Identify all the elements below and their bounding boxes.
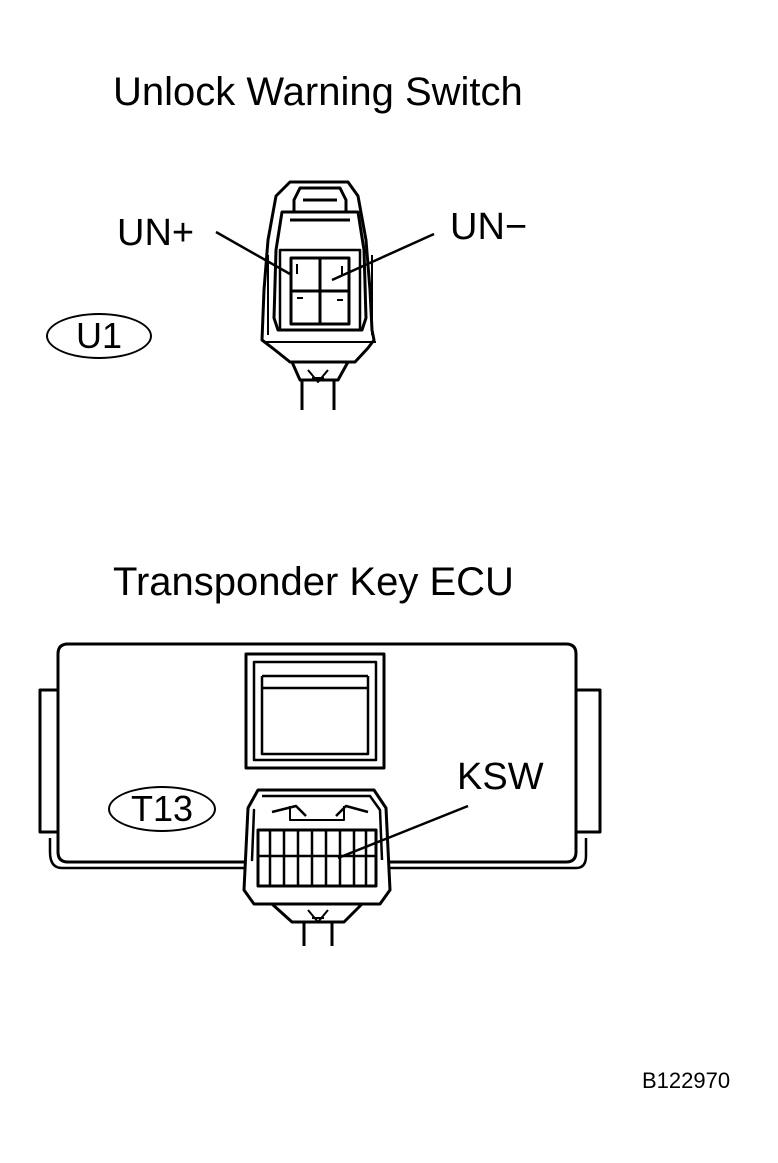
reference-number: B122970 — [642, 1068, 731, 1093]
transponder-key-ecu-title: Transponder Key ECU — [113, 560, 514, 604]
pin-label-ksw: KSW — [457, 756, 544, 798]
connector-code-t13: T13 — [108, 786, 216, 832]
transponder-key-ecu-housing — [38, 642, 602, 870]
pin-label-un-plus: UN+ — [117, 212, 195, 254]
t13-connector — [242, 788, 392, 946]
unlock-warning-switch-title: Unlock Warning Switch — [113, 70, 523, 114]
connector-code-u1: U1 — [46, 313, 152, 359]
pin-label-un-minus: UN− — [450, 206, 528, 248]
unlock-warning-switch-connector — [260, 180, 376, 410]
